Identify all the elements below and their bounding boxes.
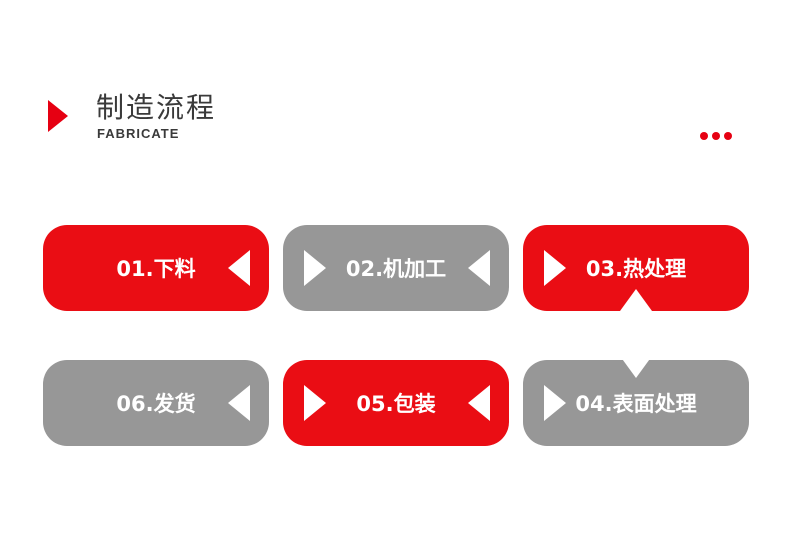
step-04: 04.表面处理	[523, 360, 749, 446]
step-06: 06.发货	[43, 360, 269, 446]
title-triangle-icon	[48, 100, 68, 132]
step-02: 02.机加工	[283, 225, 509, 311]
step-01: 01.下料	[43, 225, 269, 311]
dots-icon	[700, 132, 732, 140]
step-05: 05.包装	[283, 360, 509, 446]
page-subtitle: FABRICATE	[97, 126, 180, 141]
step-03: 03.热处理	[523, 225, 749, 311]
page-title: 制造流程	[96, 91, 217, 124]
